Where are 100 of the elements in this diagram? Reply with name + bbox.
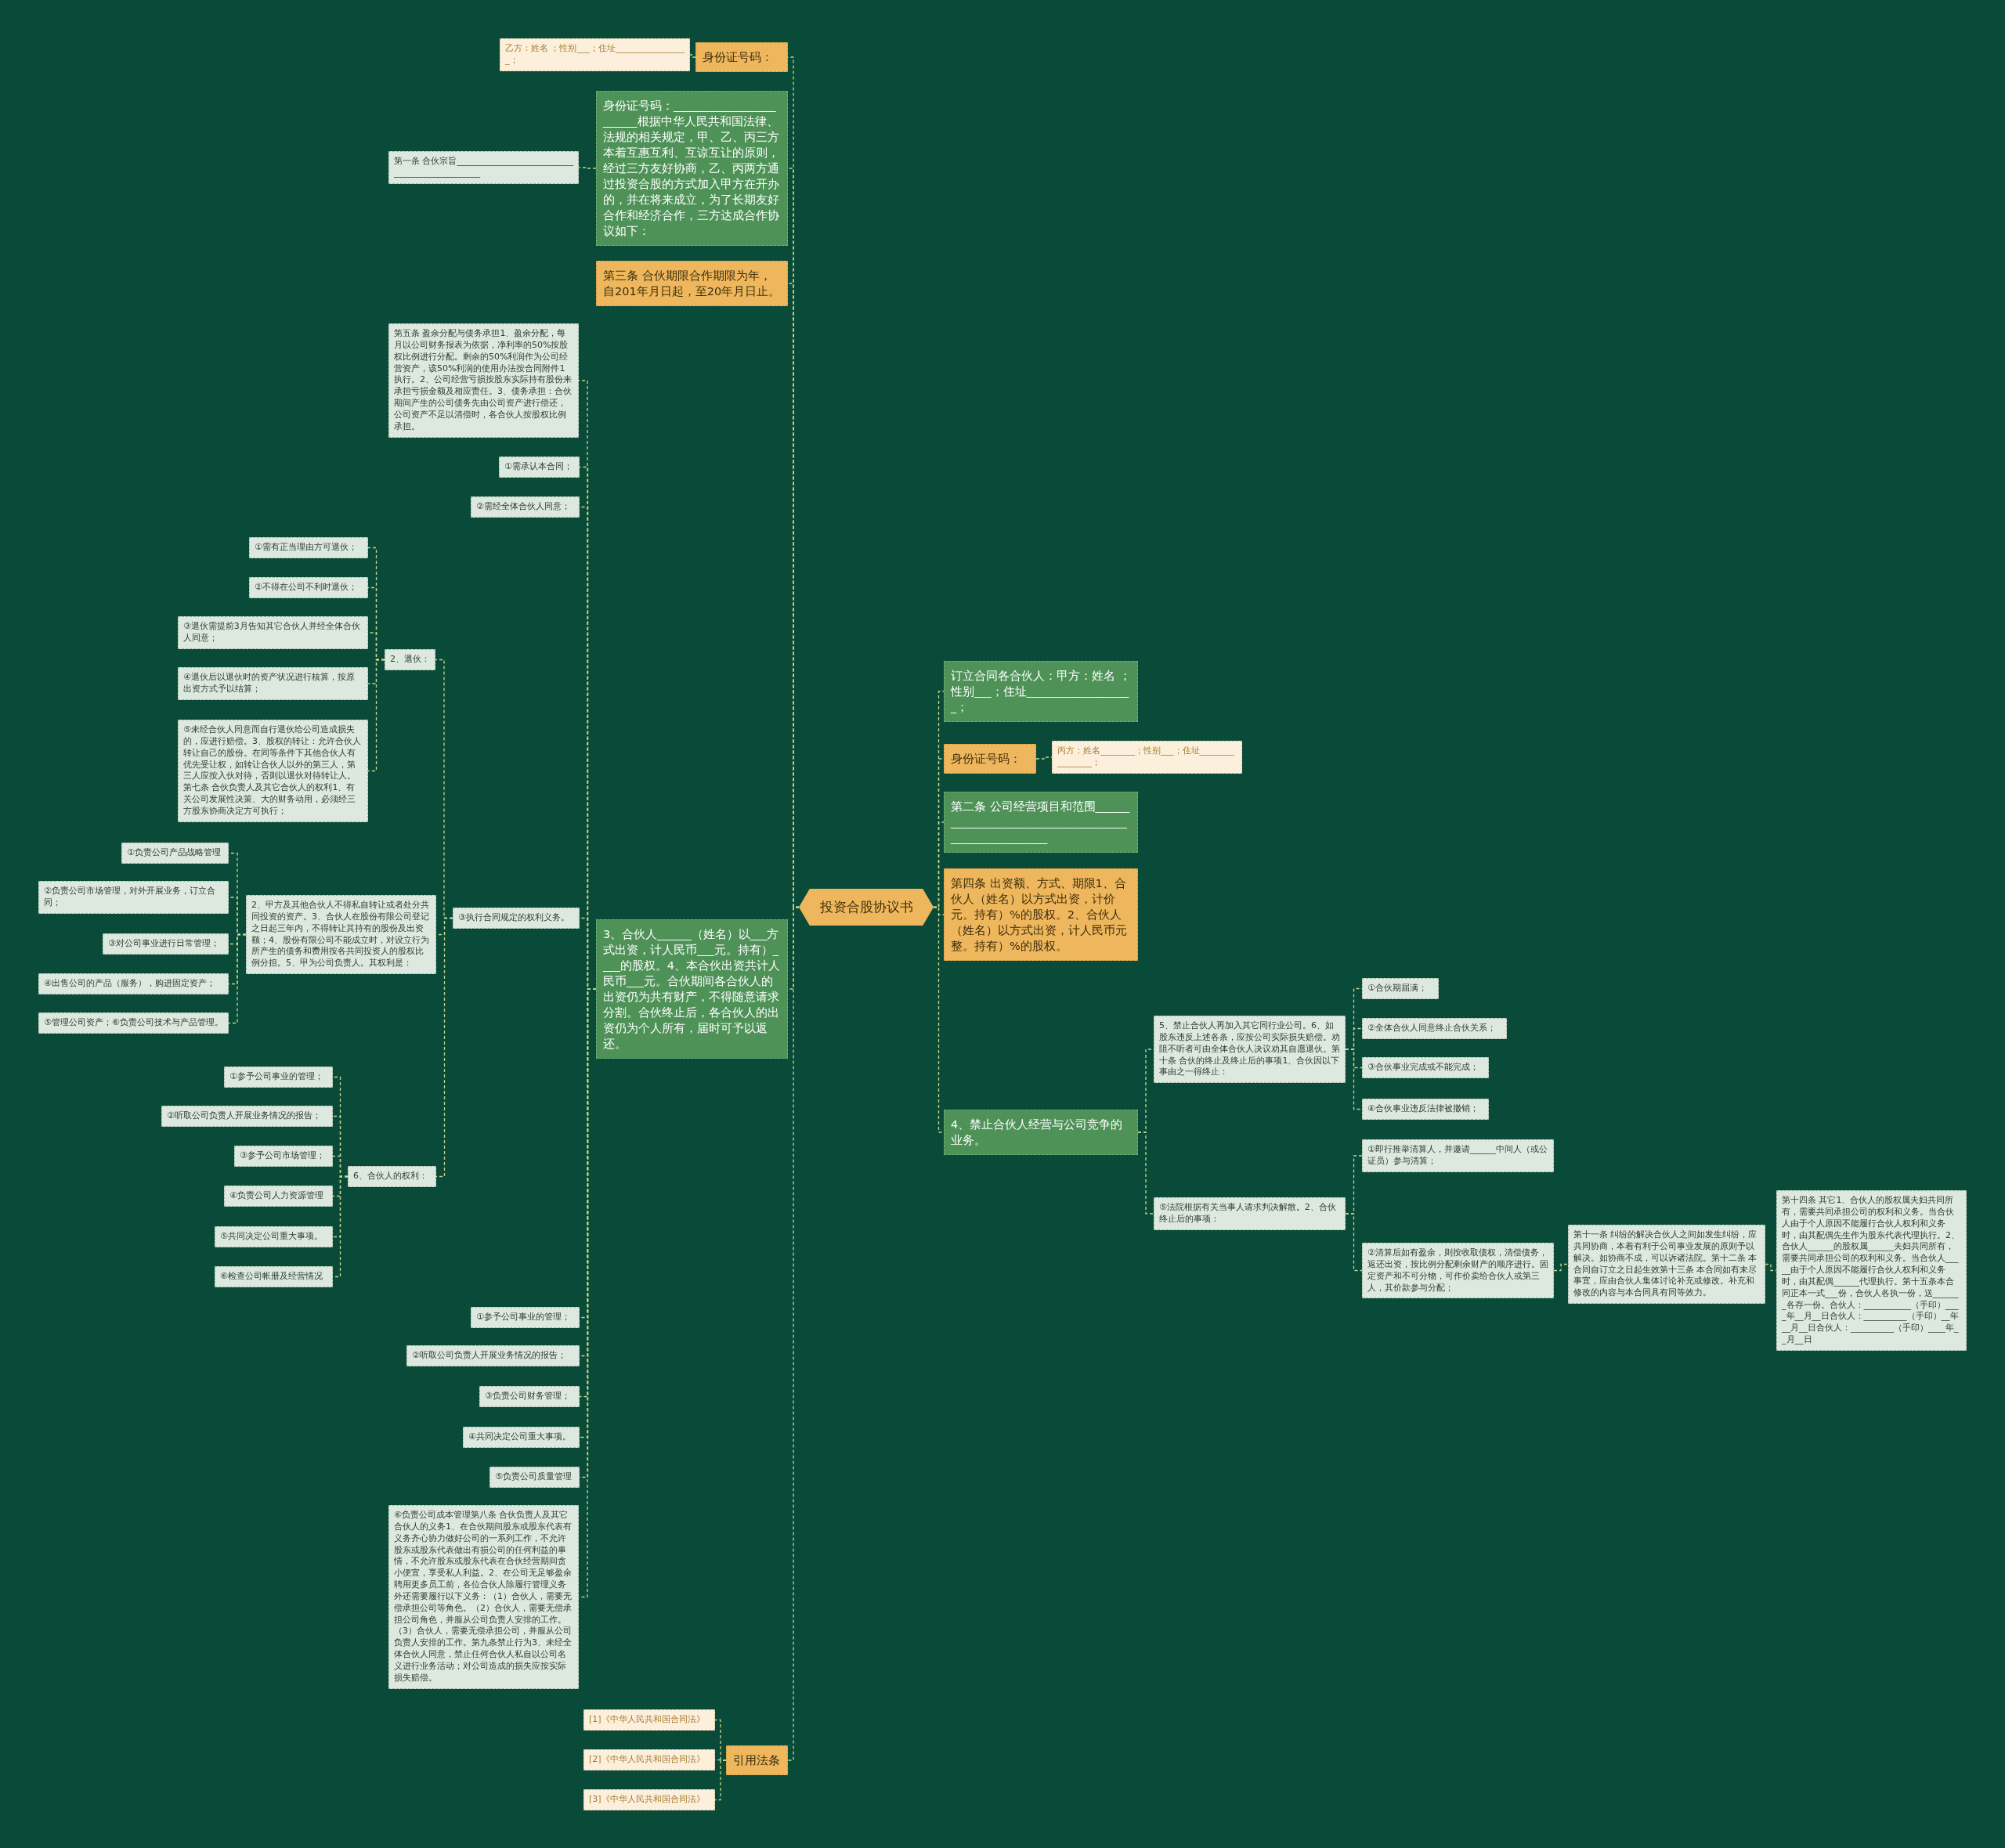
connector-line: [1345, 1049, 1363, 1110]
topic-text: 2、退伙：: [390, 654, 430, 666]
subtopic-box: [1362, 1057, 1489, 1078]
topic-text: 4、禁止合伙人经营与公司竞争的业务。: [951, 1117, 1124, 1148]
topic-text: ①负责公司产品战略管理: [127, 847, 222, 859]
topic-text: ⑤法院根据有关当事人请求判决解散。2、合伙终止后的事项：: [1159, 1202, 1337, 1225]
topic-text: ③执行合同规定的权利义务。: [458, 912, 570, 924]
topic-text: ①需有正当理由方可退伙；: [255, 542, 358, 554]
subtopic-box: [453, 908, 580, 929]
subtopic-box: [178, 667, 368, 700]
connector-line: [578, 167, 597, 169]
topic-box: [596, 261, 788, 306]
subtopic-box: [1362, 1099, 1489, 1120]
topic-text: ④退伙后以退伙时的资产状况进行核算，按原出资方式予以结算；: [183, 672, 356, 695]
note-box: [583, 1789, 715, 1810]
topic-text: ③对公司事业进行日常管理；: [108, 938, 220, 950]
subtopic-box: [234, 1146, 333, 1167]
topic-text: ⑥检查公司帐册及经营情况: [220, 1271, 323, 1283]
connector-line: [1553, 1263, 1569, 1272]
subtopic-box: [215, 1266, 333, 1287]
topic-box: [944, 868, 1138, 961]
topic-text: 第五条 盈余分配与债务承担1、盈余分配，每月以公司财务报表为依据，净利率的50%按股权比例进行分配。剩余的50%利润作为公司经营资产，该50%利润的使用办法按合同附件1执行。2、公司经营亏损按股东实际持有股份来承担亏损金额及相应责任。3、债务承担：合伙期间产生的公司债务先由公司资产进行偿还，公司资产不足以清偿时，各合伙人按股权比例承担。: [394, 328, 573, 433]
subtopic-box: [121, 843, 229, 864]
subtopic-box: [1154, 1197, 1346, 1230]
topic-box: [944, 792, 1138, 853]
topic-text: ①即行推举清算人，并邀请______中间人（或公证员）参与清算；: [1367, 1144, 1548, 1168]
topic-text: [2]《中华人民共和国合同法》: [589, 1754, 706, 1766]
subtopic-box: [471, 496, 580, 518]
note-box: [583, 1749, 715, 1770]
topic-text: ②听取公司负责人开展业务情况的报告；: [412, 1350, 567, 1362]
subtopic-box: [38, 1012, 229, 1034]
subtopic-box: [385, 649, 435, 670]
topic-text: ②不得在公司不利时退伙；: [255, 582, 358, 594]
subtopic-box: [1568, 1225, 1765, 1305]
subtopic-box: [246, 895, 436, 975]
subtopic-box: [38, 973, 229, 994]
subtopic-box: [1362, 1243, 1554, 1299]
topic-text: 第十四条 其它1、合伙人的股权属夫妇共同所有，需要共同承担公司的权利和义务。当合伙人由于个人原因不能履行合伙人权利和义务时，由其配偶先生作为股东代表代理执行。2、合伙人______的股权属______夫妇共同所有，需要共同承担公司的权利和义务。当合伙人_____由于个人原因不能履行合伙人权利和义务时，由其配偶______代理执行。第十五条本合同正本一式___份，合伙人各执一份，送_______各存一份。合伙人：___________（手印）____年__月__日合伙人：__________（手印）__年__月__日合伙人：__________（手印）____年__月__日: [1782, 1195, 1960, 1346]
topic-text: 身份证号码：: [951, 752, 1022, 767]
topic-text: ②全体合伙人同意终止合伙关系；: [1367, 1023, 1497, 1034]
topic-text: ①参予公司事业的管理；: [476, 1312, 571, 1323]
topic-text: ②听取公司负责人开展业务情况的报告；: [167, 1110, 322, 1122]
topic-text: 第四条 出资额、方式、期限1、合伙人（姓名）以方式出资，计价元。持有）%的股权。2、合伙人（姓名）以方式出资，计人民币元整。持有）%的股权。: [951, 876, 1128, 954]
topic-box: [695, 42, 788, 72]
subtopic-box: [224, 1186, 333, 1207]
subtopic-box: [1362, 978, 1439, 999]
topic-text: ④合伙事业违反法律被撤销；: [1367, 1103, 1479, 1115]
topic-text: ⑤未经合伙人同意而自行退伙给公司造成损失的，应进行赔偿。3、股权的转让：允许合伙人转让自己的股份。在同等条件下其他合伙人有优先受让权，如转让合伙人以外的第三人，第三人应按入伙对待，否则以退伙对待转让人。第七条 合伙负责人及其它合伙人的权利1、有关公司发展性决策、大的财务动用，必须经三方股东协商决定方可执行；: [183, 724, 362, 818]
topic-text: ⑤共同决定公司重大事项。: [220, 1231, 323, 1243]
topic-text: ④出售公司的产品（服务），购进固定资产；: [44, 978, 216, 990]
topic-text: ③合伙事业完成或不能完成；: [1367, 1062, 1479, 1074]
subtopic-box: [406, 1345, 580, 1366]
topic-box: [596, 91, 788, 246]
connector-line: [714, 1760, 727, 1801]
topic-text: ④负责公司人力资源管理: [229, 1190, 324, 1202]
topic-text: 身份证号码：________________________根据中华人民共和国法律、法规的相关规定，甲、乙、丙三方本着互惠互利、互谅互让的原则，经过三方友好协商，乙、丙两方通过投资合股的方式加入甲方在开办的，并在将来成立，为了长期友好合作和经济合作，三方达成合作协议如下：: [603, 99, 780, 239]
topic-text: ①合伙期届满；: [1367, 983, 1428, 994]
subtopic-box: [38, 881, 229, 914]
subtopic-box: [479, 1386, 580, 1407]
connector-line: [933, 906, 945, 1133]
topic-text: 第十一条 纠纷的解决合伙人之间如发生纠纷，应共同协商，本着有利于公司事业发展的原则予以解决。如协商不成，可以诉诸法院。第十二条 本合同自订立之日起生效第十三条 本合同如有未尽事宜，应由合伙人集体讨论补充或修改。补充和修改的内容与本合同具有同等效力。: [1573, 1229, 1758, 1300]
note-box: [583, 1709, 715, 1731]
subtopic-box: [348, 1166, 436, 1187]
topic-text: [3]《中华人民共和国合同法》: [589, 1794, 706, 1806]
topic-text: [1]《中华人民共和国合同法》: [589, 1714, 706, 1726]
topic-text: 丙方：姓名________；性别___；住址________________；: [1057, 745, 1235, 769]
subtopic-box: [499, 457, 580, 478]
topic-text: ③负责公司财务管理；: [485, 1391, 571, 1402]
subtopic-box: [1362, 1018, 1507, 1039]
subtopic-box: [215, 1226, 333, 1247]
topic-text: 投资合股协议书: [818, 898, 914, 916]
topic-text: ③退伙需提前3月告知其它合伙人并经全体合伙人同意；: [183, 621, 361, 644]
connector-line: [228, 933, 247, 1024]
subtopic-box: [249, 537, 368, 558]
subtopic-box: [161, 1106, 333, 1127]
subtopic-box: [471, 1307, 580, 1328]
topic-box: [944, 1110, 1138, 1155]
topic-box: [596, 919, 788, 1059]
topic-text: 6、合伙人的权利：: [353, 1171, 428, 1182]
topic-text: ②负责公司市场管理，对外开展业务，订立合同；: [44, 886, 216, 909]
topic-text: 身份证号码：: [703, 50, 774, 65]
subtopic-box: [249, 577, 368, 598]
connector-line: [689, 54, 696, 58]
topic-text: 3、合伙人______（姓名）以___方式出资，计人民币___元。持有）____的股权。4、本合伙出资共计人民币___元。合伙期间各合伙人的出资仍为共有财产，不得随意请求分割。合伙终止后，各合伙人的出资仍为个人所有，届时可予以返还。: [603, 927, 781, 1052]
subtopic-box: [1154, 1016, 1346, 1084]
note-box: [1052, 741, 1242, 774]
subtopic-box: [490, 1467, 580, 1488]
topic-text: 2、甲方及其他合伙人不得私自转让或者处分共同投资的资产。3、合伙人在股份有限公司登记之日起三年内，不得转让其持有的股份及出资额；4、股份有限公司不能成立时，对设立行为所产生的债务和费用按各共同投资人的股权比例分担。5、甲为公司负责人。其权利是：: [251, 900, 430, 970]
topic-text: 5、禁止合伙人再加入其它同行业公司。6、如股东违反上述各条，应按公司实际损失赔偿。劝阻不听者可由全体合伙人决议劝其自愿退伙。第十条 合伙的终止及终止后的事项1、合伙因以下事由之一得终止：: [1159, 1020, 1340, 1079]
topic-text: ①需承认本合同；: [504, 461, 573, 473]
topic-text: 引用法条: [733, 1753, 781, 1768]
topic-text: ②清算后如有盈余，则按收取债权，清偿债务，返还出资，按比例分配剩余财产的顺序进行。固定资产和不可分物，可作价卖给合伙人或第三人，其价款参与分配；: [1367, 1247, 1548, 1294]
subtopic-box: [388, 151, 579, 184]
topic-box: [944, 661, 1138, 722]
topic-text: 第二条 公司经营项目和范围______________________________________________________: [951, 799, 1131, 846]
topic-text: 第一条 合伙宗旨_______________________________________________: [394, 156, 573, 179]
note-box: [500, 38, 690, 71]
subtopic-box: [178, 616, 368, 649]
topic-text: ⑥负责公司成本管理第八条 合伙负责人及其它合伙人的义务1、在合伙期间股东或股东代表有义务齐心协力做好公司的一系列工作，不允许股东或股东代表做出有损公司的任何利益的事情，不允许股东或股东代表在合伙经营期间贪小便宜，享受私人利益。2、在公司无足够盈余聘用更多员工前，各位合伙人除履行管理义务外还需要履行以下义务：（1）合伙人，需要无偿承担公司等角色。（2）合伙人，需要无偿承担公司角色，并服从公司负责人安排的工作。（3）合伙人，需要无偿承担公司，并服从公司负责人安排的工作。第九条禁止行为3、未经全体合伙人同意，禁止任何合伙人私自以公司名义进行业务活动；对公司造成的损失应按实际损失赔偿。: [394, 1510, 573, 1684]
topic-box: [944, 744, 1036, 774]
